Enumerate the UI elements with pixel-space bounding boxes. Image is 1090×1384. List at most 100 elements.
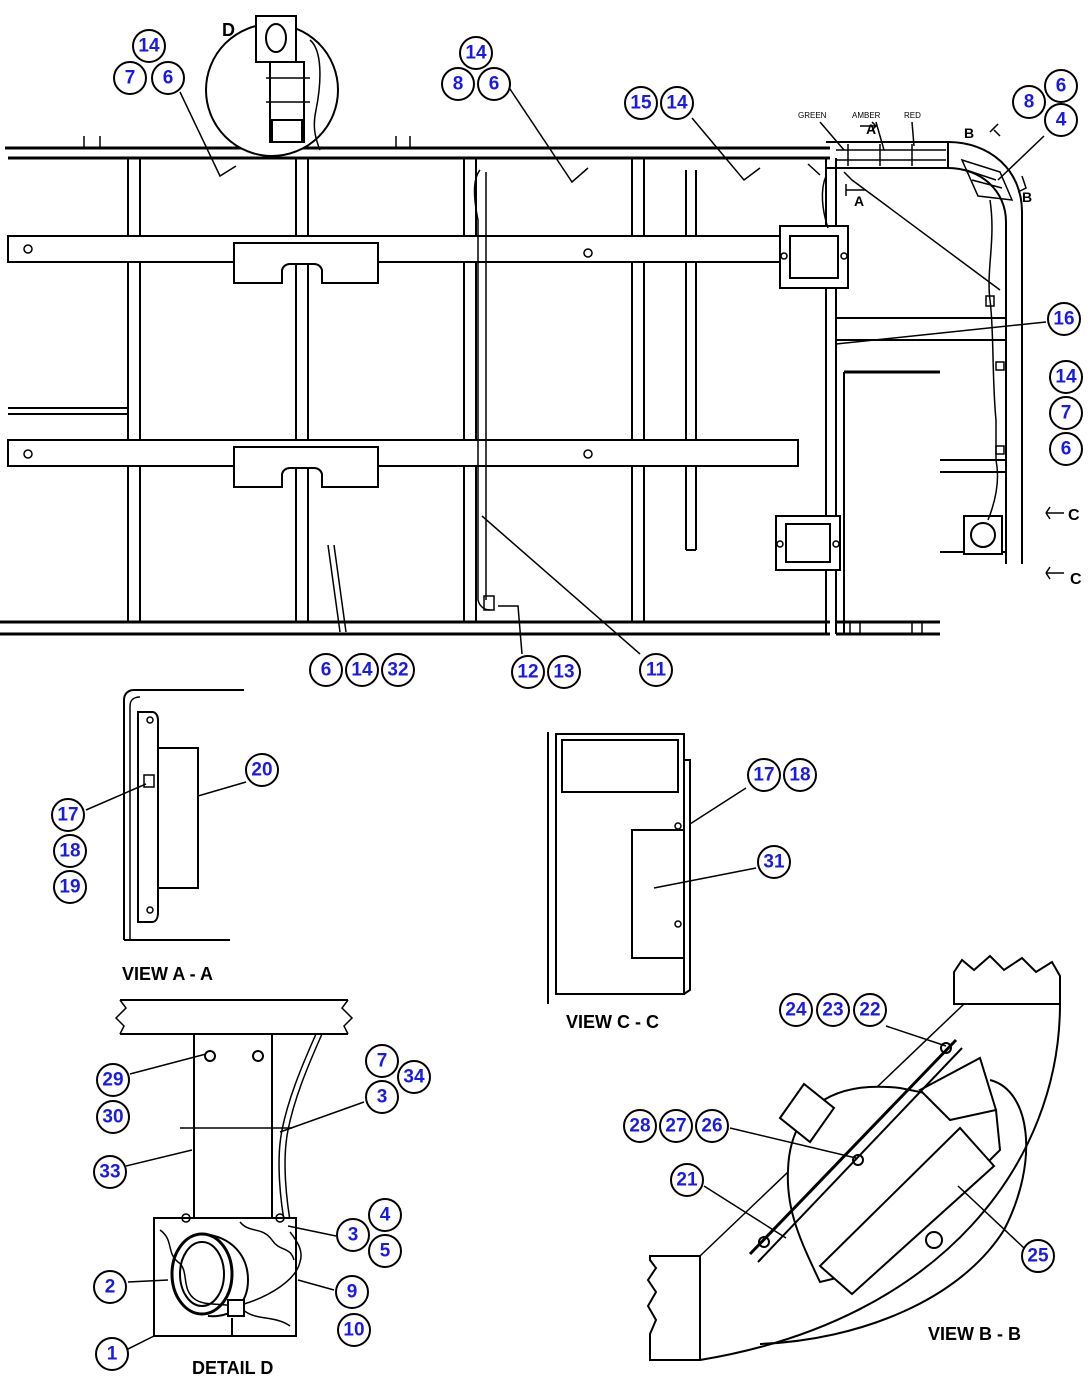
svg-text:15: 15 — [630, 93, 652, 114]
callout-14-e: 14 — [345, 653, 379, 687]
callout-8-b: 8 — [441, 67, 475, 101]
callout-27: 27 — [659, 1109, 693, 1143]
callout-18-c: 18 — [783, 758, 817, 792]
svg-text:32: 32 — [387, 660, 408, 681]
detail-letter-d: D — [222, 20, 235, 40]
callout-18-a: 18 — [53, 834, 87, 868]
callout-7-f: 7 — [365, 1044, 399, 1078]
svg-text:14: 14 — [1055, 367, 1077, 388]
section-letter-c-upper: C — [1068, 507, 1080, 524]
svg-text:18: 18 — [789, 765, 810, 786]
svg-text:29: 29 — [102, 1070, 123, 1091]
svg-text:34: 34 — [403, 1067, 425, 1088]
callout-14-b: 14 — [459, 36, 493, 70]
callout-14-d: 14 — [1049, 360, 1083, 394]
section-letter-c-lower: C — [1070, 571, 1082, 588]
view-b-b: VIEW B - B — [646, 954, 1061, 1361]
svg-text:4: 4 — [1056, 110, 1067, 131]
svg-text:31: 31 — [763, 852, 785, 873]
svg-text:7: 7 — [377, 1051, 388, 1072]
callout-33: 33 — [93, 1155, 127, 1189]
svg-text:6: 6 — [321, 660, 332, 681]
callout-23: 23 — [816, 993, 850, 1027]
callout-17-a: 17 — [51, 798, 85, 832]
svg-text:14: 14 — [351, 660, 373, 681]
svg-text:18: 18 — [59, 841, 80, 862]
callout-15: 15 — [624, 86, 658, 120]
callout-1: 1 — [95, 1337, 129, 1371]
svg-text:16: 16 — [1053, 309, 1074, 330]
svg-text:17: 17 — [753, 765, 774, 786]
callout-32: 32 — [381, 653, 415, 687]
callout-7-a: 7 — [113, 61, 147, 95]
callout-20: 20 — [245, 753, 279, 787]
callout-24: 24 — [779, 993, 813, 1027]
svg-text:12: 12 — [517, 662, 538, 683]
svg-text:6: 6 — [1056, 76, 1067, 97]
callout-2: 2 — [93, 1270, 127, 1304]
svg-text:8: 8 — [1024, 92, 1035, 113]
svg-text:3: 3 — [377, 1087, 388, 1108]
callout-3-a: 3 — [365, 1080, 399, 1114]
svg-text:14: 14 — [666, 93, 688, 114]
svg-text:26: 26 — [701, 1116, 722, 1137]
view-a-title: VIEW A - A — [122, 964, 213, 984]
section-letter-a-lower: A — [854, 193, 864, 209]
callout-22: 22 — [853, 993, 887, 1027]
callout-3-b: 3 — [336, 1218, 370, 1252]
svg-text:19: 19 — [59, 877, 80, 898]
section-letter-a: A — [866, 121, 876, 137]
callout-4-a: 4 — [1044, 103, 1078, 137]
svg-text:1: 1 — [107, 1344, 118, 1365]
callout-31: 31 — [757, 845, 791, 879]
svg-text:25: 25 — [1027, 1246, 1049, 1267]
wire-label-green: GREEN — [798, 111, 827, 120]
svg-text:7: 7 — [1061, 403, 1072, 424]
section-letter-b-upper: B — [964, 125, 974, 141]
callout-14-c: 14 — [660, 86, 694, 120]
svg-text:6: 6 — [489, 74, 500, 95]
callout-6-c: 6 — [1044, 69, 1078, 103]
svg-text:20: 20 — [251, 760, 272, 781]
callout-30: 30 — [96, 1100, 130, 1134]
detail-d-title: DETAIL D — [192, 1358, 273, 1378]
callout-6-b: 6 — [477, 67, 511, 101]
callout-13: 13 — [547, 655, 581, 689]
leader-lines — [85, 85, 1047, 1351]
svg-text:8: 8 — [453, 74, 464, 95]
callout-10: 10 — [337, 1313, 371, 1347]
svg-text:27: 27 — [665, 1116, 686, 1137]
section-letter-b-lower: B — [1022, 189, 1032, 205]
svg-text:6: 6 — [1061, 439, 1072, 460]
callout-29: 29 — [96, 1063, 130, 1097]
callout-6-d: 6 — [1049, 432, 1083, 466]
detail-d-magnifier: D — [205, 15, 339, 157]
callout-12: 12 — [511, 655, 545, 689]
svg-text:7: 7 — [125, 68, 136, 89]
svg-text:3: 3 — [348, 1225, 359, 1246]
svg-text:33: 33 — [99, 1162, 120, 1183]
view-a-a: VIEW A - A — [122, 689, 244, 984]
svg-text:17: 17 — [57, 805, 78, 826]
svg-text:22: 22 — [859, 1000, 880, 1021]
svg-text:30: 30 — [102, 1107, 123, 1128]
svg-text:9: 9 — [347, 1282, 358, 1303]
callout-6-a: 6 — [151, 61, 185, 95]
svg-text:4: 4 — [380, 1205, 391, 1226]
callout-19: 19 — [53, 870, 87, 904]
callout-21: 21 — [670, 1163, 704, 1197]
detail-d: DETAIL D — [114, 999, 354, 1378]
callout-4-b: 4 — [368, 1198, 402, 1232]
svg-text:24: 24 — [785, 1000, 807, 1021]
wire-label-red: RED — [904, 111, 921, 120]
callout-8-c: 8 — [1012, 85, 1046, 119]
svg-text:14: 14 — [138, 36, 160, 57]
view-c-c: VIEW C - C — [547, 732, 691, 1032]
frame-assembly: GREEN AMBER RED A A B B C C — [0, 111, 1082, 636]
callout-6-e: 6 — [309, 653, 343, 687]
svg-text:13: 13 — [553, 662, 574, 683]
svg-text:21: 21 — [676, 1170, 698, 1191]
callout-16: 16 — [1047, 302, 1081, 336]
svg-text:11: 11 — [646, 660, 667, 681]
callout-34: 34 — [397, 1060, 431, 1094]
